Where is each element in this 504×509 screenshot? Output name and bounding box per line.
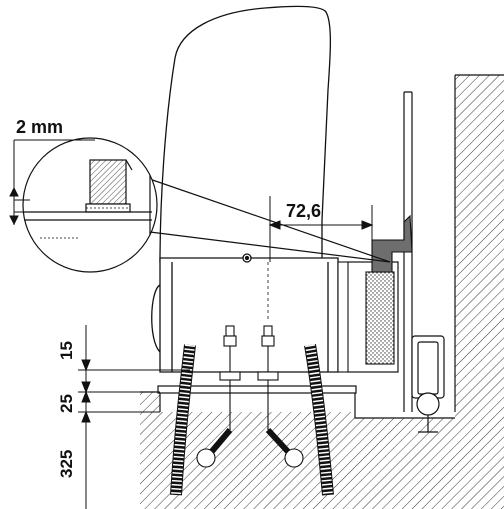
dimension-vertical <box>78 325 190 509</box>
cable-conduits <box>170 343 334 496</box>
dim-25-label: 25 <box>57 394 76 413</box>
base-plate <box>157 385 357 394</box>
detail-callout <box>22 137 391 273</box>
anchor-bolts <box>196 325 304 468</box>
motor-housing <box>151 5 339 373</box>
wall <box>454 74 504 509</box>
concrete-foundation <box>140 391 455 509</box>
dimension-gap <box>9 139 95 226</box>
gap-label: 2 mm <box>16 117 63 137</box>
rack-and-stopper <box>337 214 413 373</box>
dimension-horizontal <box>268 196 374 262</box>
track-and-wheel <box>411 335 445 433</box>
dim-15-label: 15 <box>57 341 76 360</box>
dim-325-label: 325 <box>57 450 76 478</box>
horizontal-label: 72,6 <box>286 201 321 221</box>
